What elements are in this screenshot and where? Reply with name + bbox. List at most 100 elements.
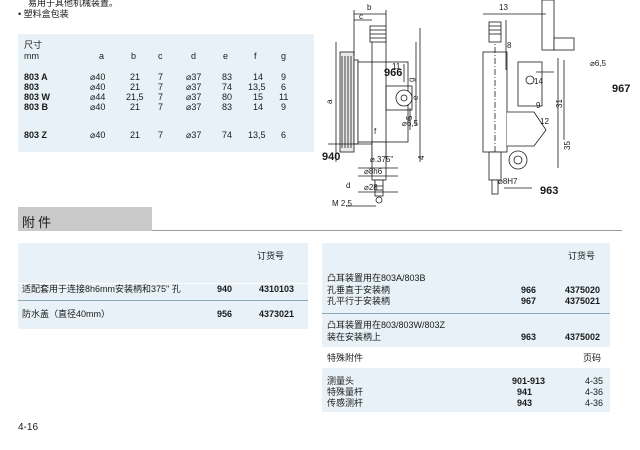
accessory-order: 4375021 xyxy=(565,296,601,306)
accessory-desc: 孔垂直于安装柄 xyxy=(327,285,391,295)
dim-label-d8h6: ⌀8h6 xyxy=(364,167,383,176)
dim-label-a: a xyxy=(325,99,334,104)
special-desc: 传感测杆 xyxy=(327,398,364,408)
accessory-order: 4375020 xyxy=(565,285,601,295)
dim-header-c: c xyxy=(158,51,163,61)
dim-header-d: d xyxy=(191,51,197,61)
dim-row-b: 21 xyxy=(130,72,141,82)
dim-header-size: 尺寸 xyxy=(24,40,43,50)
dim-row-f: 15 xyxy=(253,92,264,102)
special-title: 特殊附件 xyxy=(327,353,364,363)
ref-label-940: 940 xyxy=(322,151,340,163)
row-divider xyxy=(18,300,308,301)
dim-row-a: ⌀44 xyxy=(90,92,106,102)
accessory-ref: 940 xyxy=(217,284,233,294)
dim-label-d65b: ⌀6,5 xyxy=(590,59,606,68)
special-panel-body xyxy=(322,368,610,412)
accessory-ref: 967 xyxy=(521,296,537,306)
group-title: 凸耳装置用在803A/803B xyxy=(327,273,426,283)
section-title: 附件 xyxy=(22,215,55,230)
section-rule xyxy=(152,230,622,231)
accessory-order: 4310103 xyxy=(259,284,295,294)
ref-label-967: 967 xyxy=(612,83,630,95)
dim-row-c: 7 xyxy=(158,82,164,92)
special-page: 4-36 xyxy=(585,398,604,408)
dim-label-n9: 9 xyxy=(536,101,541,110)
special-ref: 901-913 xyxy=(512,376,546,386)
dim-header-f: f xyxy=(254,51,257,61)
left-panel-header xyxy=(18,243,308,265)
dim-label-n11: 11 xyxy=(392,62,401,71)
dim-row-c: 7 xyxy=(158,92,164,102)
dim-row-b: 21 xyxy=(130,102,141,112)
dim-label-n13: 13 xyxy=(499,3,508,12)
dim-row-b: 21,5 xyxy=(126,92,144,102)
accessory-desc: 孔平行于安装柄 xyxy=(327,296,391,306)
dim-row-a: ⌀40 xyxy=(90,72,106,82)
dim-row-model: 803 W xyxy=(24,92,51,102)
accessory-ref: 956 xyxy=(217,309,233,319)
dim-row-g: 11 xyxy=(279,92,289,102)
special-ref: 941 xyxy=(517,387,533,397)
dim-row-e: 74 xyxy=(222,82,233,92)
dim-row-c: 7 xyxy=(158,102,164,112)
dim-label-c: c xyxy=(359,12,363,21)
dim-header-g: g xyxy=(281,51,287,61)
technical-drawing: b c a g e d f 4 11 5 ⌀6,5 ⌀.375" ⌀8h6 ⌀2… xyxy=(322,0,630,208)
dim-row-b: 21 xyxy=(130,130,141,140)
page-number: 4-16 xyxy=(18,422,39,433)
dim-row-e: 83 xyxy=(222,72,233,82)
accessory-ref: 966 xyxy=(521,285,537,295)
dim-label-n5: 5 xyxy=(405,115,414,120)
group-title: 凸耳装置用在803/803W/803Z xyxy=(327,320,446,330)
dim-label-n12: 12 xyxy=(540,117,549,126)
accessory-desc: 防水盖（直径40mm） xyxy=(22,309,111,319)
dim-label-n35: 35 xyxy=(563,141,572,150)
dim-label-n4: 4 xyxy=(417,155,426,160)
left-panel-body xyxy=(18,265,308,329)
dim-row-d: ⌀37 xyxy=(186,102,202,112)
page-header: 页码 xyxy=(583,353,602,363)
dim-row-c: 7 xyxy=(158,130,164,140)
accessory-desc: 装在安装柄上 xyxy=(327,332,382,342)
dim-row-f: 13,5 xyxy=(248,130,266,140)
dim-label-n31: 31 xyxy=(555,99,564,108)
dim-row-e: 80 xyxy=(222,92,233,102)
dim-row-g: 9 xyxy=(281,102,287,112)
dim-label-d8h7: ⌀8H7 xyxy=(498,177,518,186)
dim-label-f: f xyxy=(374,127,377,136)
dim-label-n14: 14 xyxy=(534,77,543,86)
dim-row-b: 21 xyxy=(130,82,141,92)
right-order-header: 订货号 xyxy=(568,251,596,261)
dim-row-c: 7 xyxy=(158,72,164,82)
dim-label-d: d xyxy=(346,181,350,190)
dim-header-b: b xyxy=(131,51,137,61)
dim-row-g: 9 xyxy=(281,72,287,82)
dim-label-d65a: ⌀6,5 xyxy=(402,119,418,128)
dim-row-model: 803 A xyxy=(24,72,48,82)
dim-row-g: 6 xyxy=(281,130,287,140)
right-panel-header xyxy=(322,243,610,265)
accessory-order: 4375002 xyxy=(565,332,601,342)
dim-header-unit: mm xyxy=(24,51,39,61)
dim-header-e: e xyxy=(223,51,229,61)
ref-label-966: 966 xyxy=(384,67,402,79)
special-page: 4-36 xyxy=(585,387,604,397)
left-order-header: 订货号 xyxy=(257,251,285,261)
dim-label-m25: M 2,5 xyxy=(332,199,353,208)
dim-label-g: g xyxy=(407,78,416,82)
dim-label-d28: ⌀28 xyxy=(364,183,378,192)
accessory-order: 4373021 xyxy=(259,309,295,319)
dim-row-a: ⌀40 xyxy=(90,130,106,140)
dim-row-d: ⌀37 xyxy=(186,72,202,82)
intro-bullet: • 塑料盒包装 xyxy=(18,9,69,19)
dim-row-model: 803 xyxy=(24,82,40,92)
special-page: 4-35 xyxy=(585,376,604,386)
section-band xyxy=(18,207,152,231)
row-divider xyxy=(322,313,610,314)
dim-row-f: 14 xyxy=(253,72,264,82)
dim-row-a: ⌀40 xyxy=(90,102,106,112)
dim-row-d: ⌀37 xyxy=(186,82,202,92)
dim-row-f: 13,5 xyxy=(248,82,266,92)
dim-row-model: 803 B xyxy=(24,102,49,112)
